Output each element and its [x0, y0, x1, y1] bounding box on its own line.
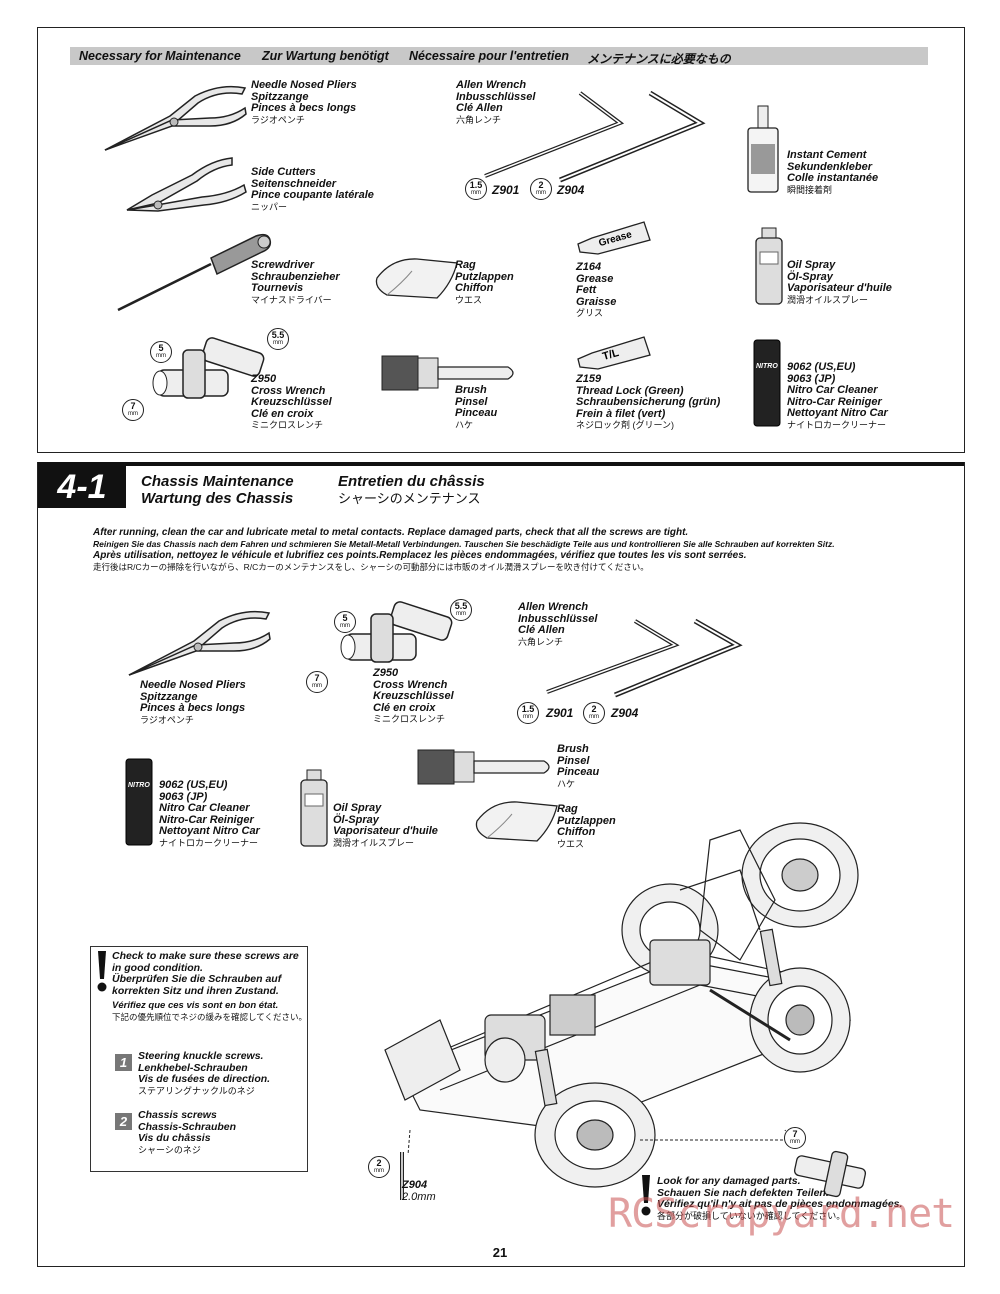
section-brush-icon: [417, 749, 550, 785]
screw-check-box: Check to make sure these screws are in g…: [90, 946, 308, 1172]
nitro-cleaner-can-icon: NITRO: [753, 339, 781, 427]
watermark: RCScrapyard.net: [608, 1191, 955, 1237]
header-de: Zur Wartung benötigt: [262, 49, 389, 63]
section-needle-pliers-icon: [128, 610, 271, 676]
thread-lock-tube-text: T/L: [601, 347, 620, 363]
cross-wrench-icon: [152, 337, 265, 399]
damage-exclamation-icon: [641, 1175, 651, 1216]
screwdriver-icon: [117, 233, 272, 312]
section-allen-code-z901: Z901: [546, 706, 574, 720]
thread-lock-tube-icon: T/L: [577, 336, 651, 370]
allen-wrench-icon: [484, 90, 706, 183]
section-allen-wrench-icon: [546, 618, 743, 698]
header-fr: Nécessaire pour l'entretien: [409, 49, 569, 63]
section-cross-wrench-icon: [340, 601, 453, 663]
allen-code-z901: Z901: [492, 183, 520, 197]
hex-key-icon: [400, 1152, 404, 1200]
page-number: 21: [492, 1245, 508, 1260]
chassis-illustration: [384, 822, 859, 1188]
section-top-bar: [38, 462, 964, 466]
section-nitro-can-label: NITRO: [128, 782, 150, 789]
section-rag-icon: [475, 801, 558, 842]
maintenance-header-bar: Necessary for Maintenance Zur Wartung be…: [70, 47, 928, 66]
instructions: After running, clean the car and lubrica…: [93, 527, 835, 572]
check-box-text: Check to make sure these screws are in g…: [112, 950, 307, 1022]
check-item-1-text: Steering knuckle screws.Lenkhebel-Schrau…: [138, 1050, 271, 1096]
section-oil-spray-can-icon: [300, 769, 328, 847]
brush-icon: [381, 355, 514, 391]
damage-note: Look for any damaged parts.Schauen Sie n…: [657, 1175, 903, 1221]
section-tag: 4-1: [38, 466, 126, 508]
check-item-2-number: 2: [115, 1113, 132, 1130]
section-allen-code-z904: Z904: [611, 706, 639, 720]
rag-icon: [375, 258, 458, 299]
header-jp: メンテナンスに必要なもの: [587, 52, 731, 66]
allen-code-z904: Z904: [557, 183, 585, 197]
bottom-cross-wrench-icon: [793, 1150, 867, 1198]
side-cutters-icon: [126, 157, 247, 212]
section-nitro-cleaner-can-icon: NITRO: [125, 758, 153, 846]
exclamation-icon: [97, 951, 107, 992]
grease-tube-icon: Grease: [577, 221, 651, 255]
header-en: Necessary for Maintenance: [79, 49, 241, 63]
check-item-1-number: 1: [115, 1054, 132, 1071]
needle-pliers-icon: [104, 85, 247, 151]
instant-cement-bottle-icon: [747, 105, 779, 193]
nitro-can-label: NITRO: [756, 363, 778, 370]
oil-spray-can-icon: [755, 227, 783, 305]
